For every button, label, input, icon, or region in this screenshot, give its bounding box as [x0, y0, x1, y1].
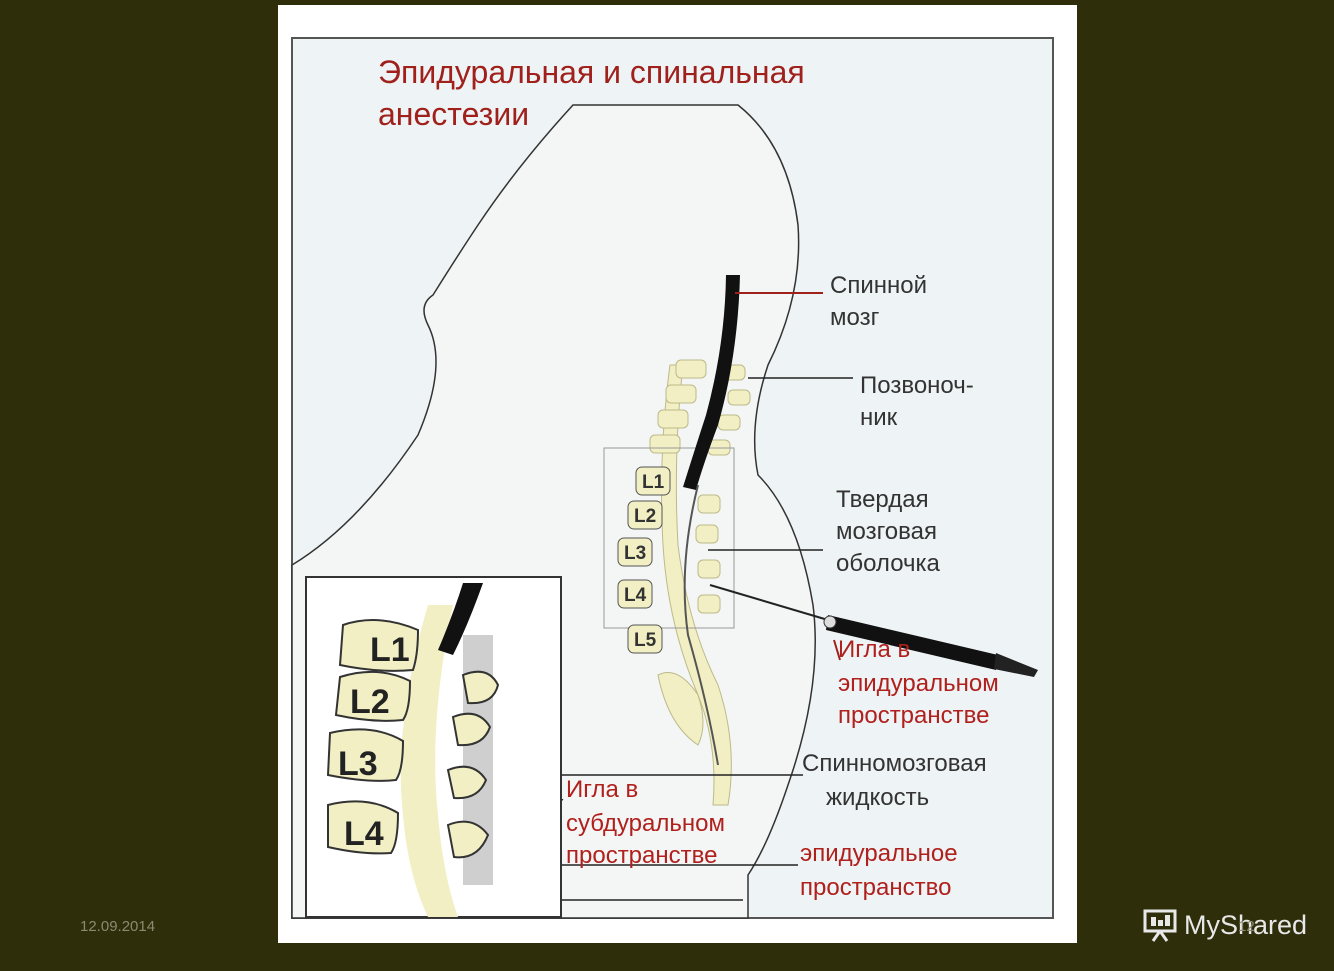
- label-dura-1: Твердая: [836, 486, 929, 513]
- lumbar-region-box: [603, 447, 735, 629]
- label-needle-epidural-2: эпидуральном: [838, 670, 999, 697]
- label-csf-1: Спинномозговая: [802, 750, 987, 777]
- spine-vertebrae: [649, 359, 751, 746]
- spine-column: [661, 364, 732, 806]
- vertebra-label-L3-small: L3: [624, 543, 646, 564]
- label-epidural-space-2: пространство: [800, 874, 951, 901]
- brand-name: MyShared: [1184, 909, 1308, 940]
- syringe-icon: [709, 584, 1038, 677]
- label-spinal-cord-2: мозг: [830, 304, 880, 331]
- page-number: 12: [1238, 918, 1255, 935]
- inset-detail: L1 L2 L3 L4: [326, 583, 500, 917]
- footer-date: 12.09.2014: [80, 918, 156, 935]
- vertebra-label-L2-inset: L2: [350, 683, 390, 721]
- myshared-logo[interactable]: MyShared: [1142, 905, 1307, 945]
- vertebra-label-L4-inset: L4: [344, 815, 384, 853]
- dura-line: [683, 484, 719, 766]
- label-needle-subdural-1: Игла в: [566, 776, 638, 803]
- spinal-cord: [683, 275, 740, 490]
- vertebra-label-L1-inset: L1: [370, 631, 410, 669]
- label-needle-epidural-3: пространстве: [838, 702, 989, 729]
- label-needle-epidural-1: Игла в: [838, 636, 910, 663]
- label-epidural-space-1: эпидуральное: [800, 840, 958, 867]
- label-needle-subdural-3: пространстве: [566, 842, 717, 869]
- label-spine-1: Позвоноч-: [860, 372, 974, 399]
- label-needle-subdural-2: субдуральном: [566, 810, 725, 837]
- label-spine-2: ник: [860, 404, 898, 431]
- label-spinal-cord-1: Спинной: [830, 272, 927, 299]
- vertebra-label-L3-inset: L3: [338, 745, 378, 783]
- presentation-board-icon: [1143, 909, 1177, 942]
- vertebra-label-L1-small: L1: [642, 472, 665, 493]
- vertebra-label-L4-small: L4: [624, 585, 647, 606]
- label-dura-3: оболочка: [836, 550, 941, 577]
- diagram-title-line2: анестезии: [378, 96, 529, 132]
- label-csf-2: жидкость: [826, 784, 929, 811]
- slide-image-panel: Эпидуральная и спинальная анестезии: [278, 5, 1077, 943]
- vertebra-label-L2-small: L2: [634, 506, 656, 527]
- lumbar-labels-small: L1 L2 L3 L4 L5: [617, 466, 671, 654]
- inset-spinal-cord: [438, 583, 483, 655]
- vertebra-label-L5-small: L5: [634, 630, 657, 651]
- anesthesia-diagram: Эпидуральная и спинальная анестезии: [291, 37, 1054, 919]
- diagram-title-line1: Эпидуральная и спинальная: [378, 54, 805, 90]
- label-dura-2: мозговая: [836, 518, 937, 545]
